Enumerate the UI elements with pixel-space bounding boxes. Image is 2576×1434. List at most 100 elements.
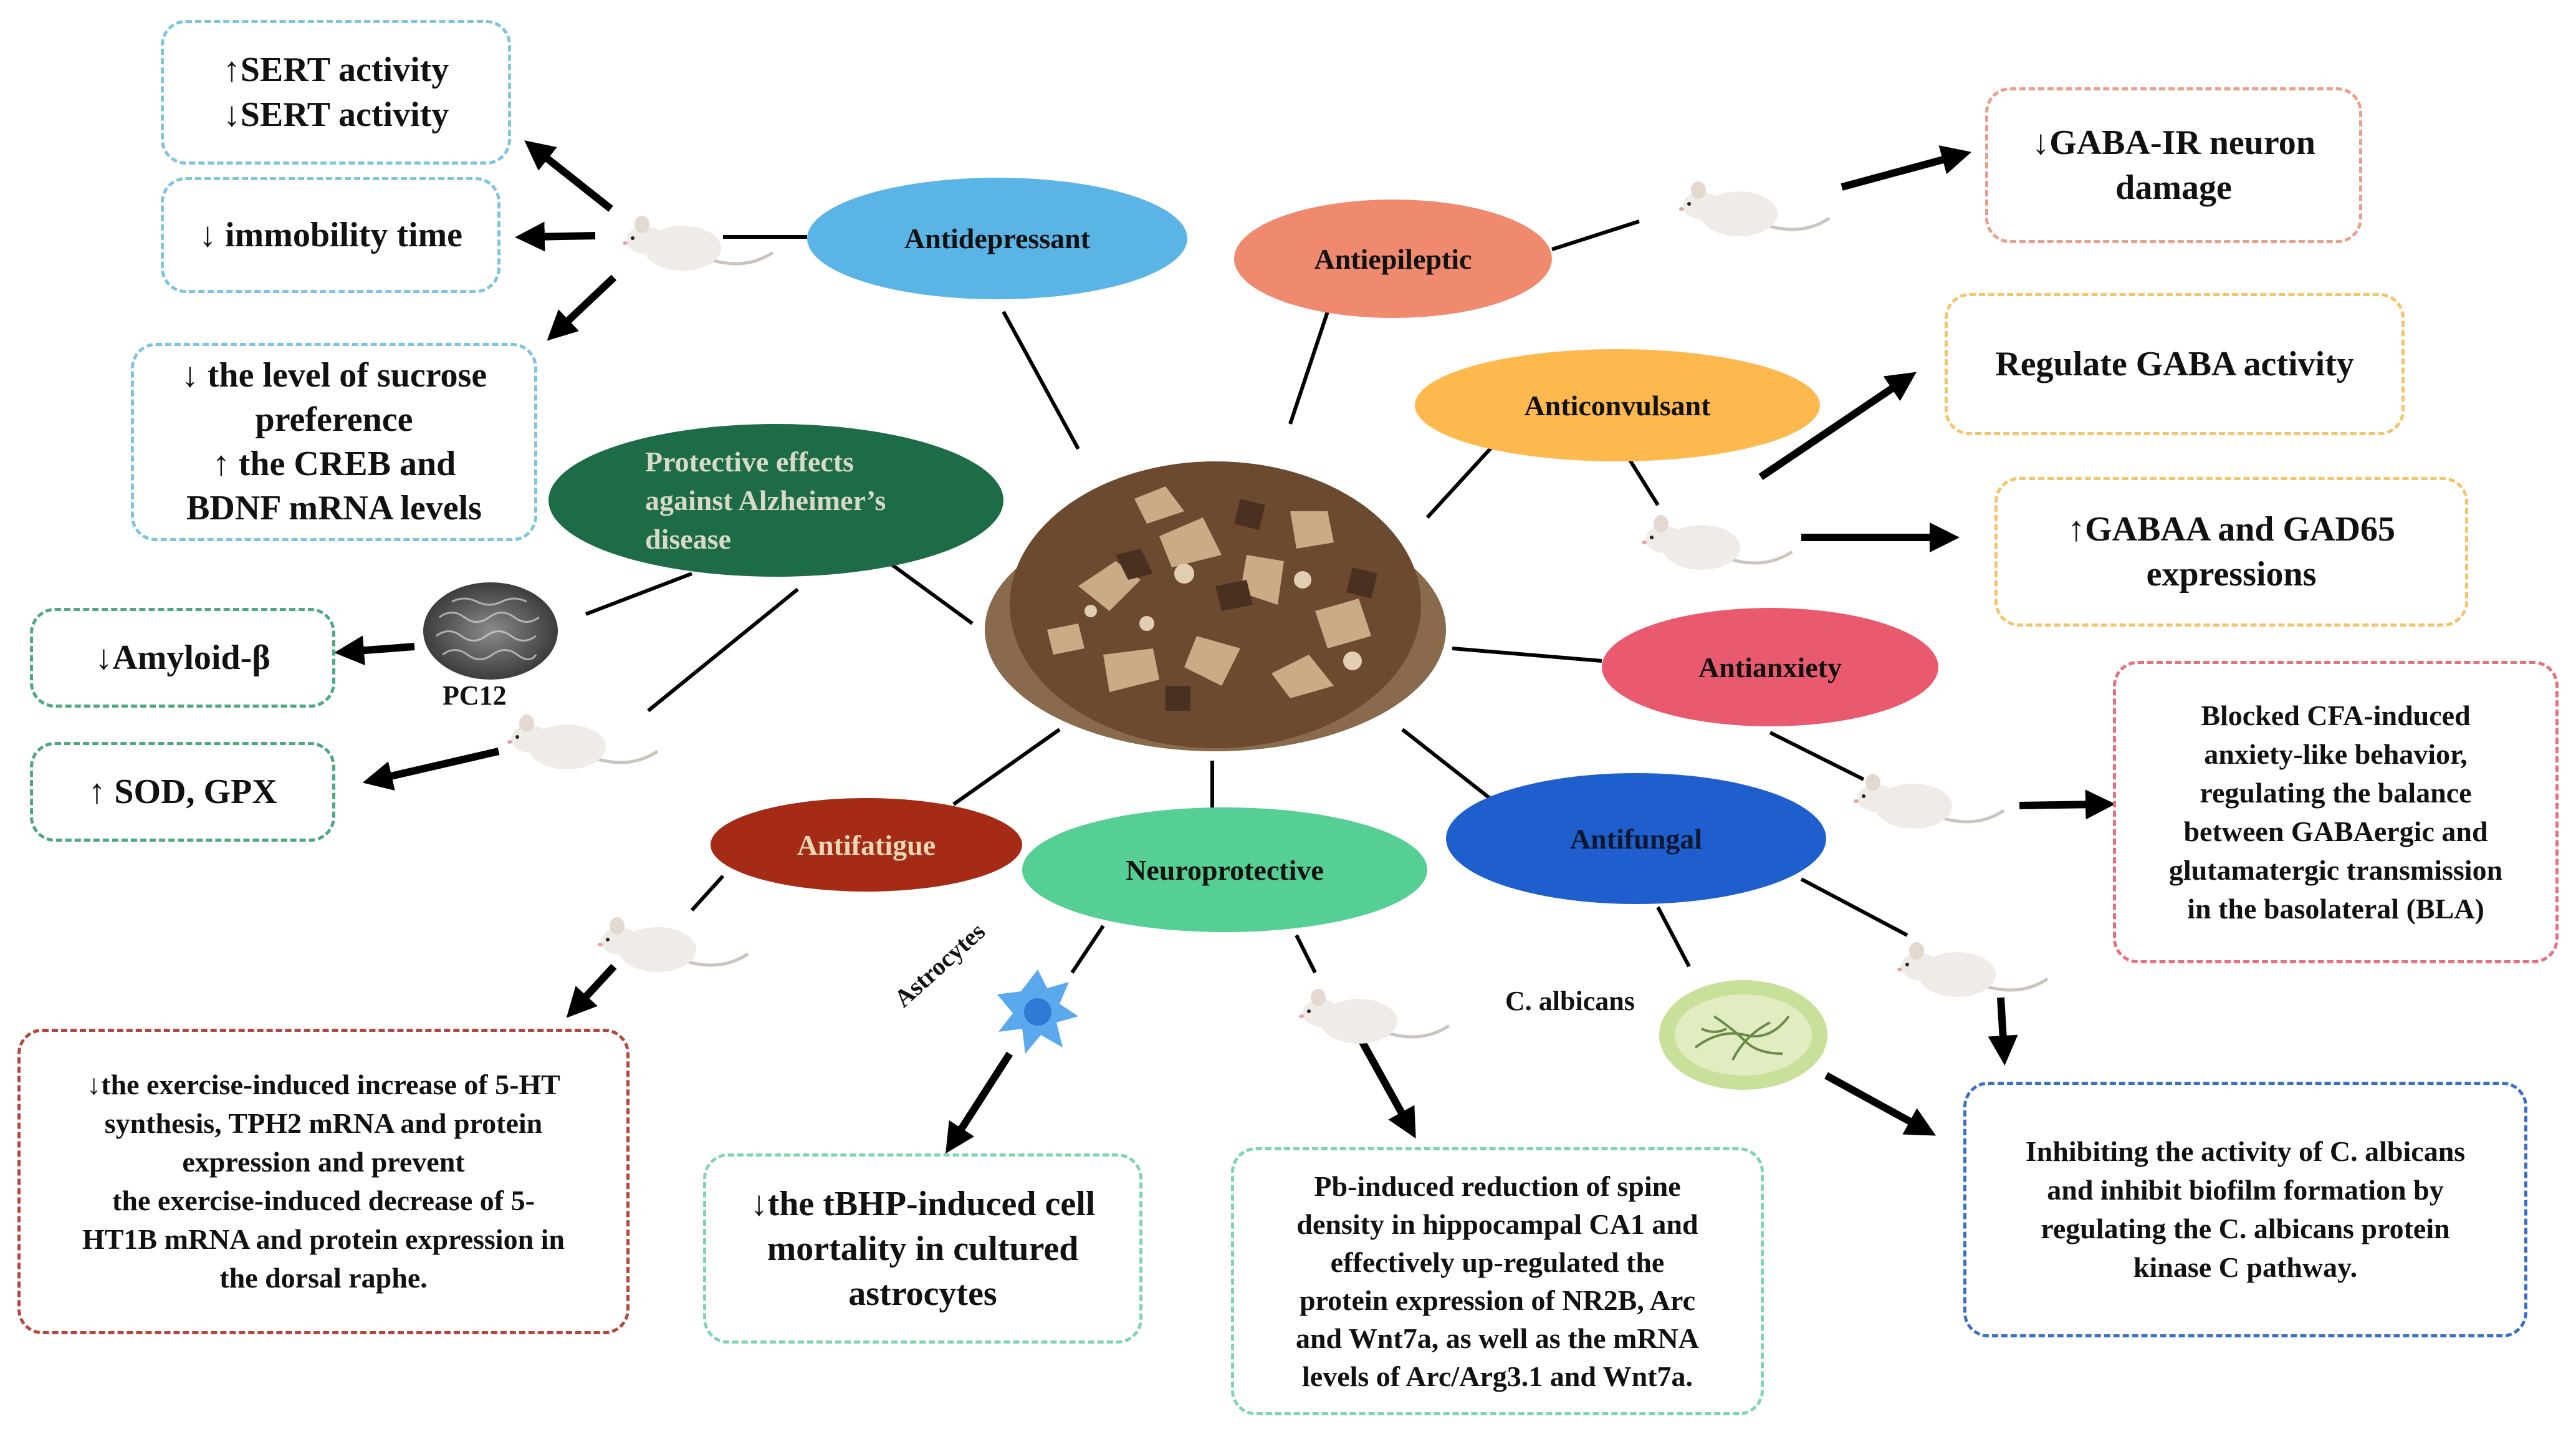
box-fatigue-line-6: the dorsal raphe. <box>219 1262 428 1294</box>
box-gabaa-line-2: expressions <box>2146 555 2317 594</box>
effect-neuroprotective-label: Neuroprotective <box>1126 854 1324 886</box>
box-cfa-anxiety: Blocked CFA-induced anxiety-like behavio… <box>2113 661 2559 963</box>
effect-antiepileptic: Antiepileptic <box>1234 200 1552 318</box>
box-calbicans-line-4: kinase C pathway. <box>2133 1251 2358 1283</box>
mouse-antiepileptic-icon <box>1679 181 1831 236</box>
box-gaba-activity-line-1: Regulate GABA activity <box>1995 345 2354 383</box>
effect-antianxiety-label: Antianxiety <box>1698 651 1842 683</box>
box-cfa-line-5: glutamatergic transmission <box>2168 854 2503 886</box>
box-immobility-time: ↓ immobility time <box>161 177 500 293</box>
box-gabaa-gad65: ↑GABAA and GAD65 expressions <box>1994 477 2468 627</box>
mouse-antianxiety-icon <box>1854 774 2005 829</box>
arrow-to-sucrose <box>547 274 617 341</box>
effect-alzheimers-line-1: Protective effects <box>645 445 854 478</box>
mouse-neuroprotective-icon <box>1299 989 1450 1044</box>
box-gaba-ir-line-1: ↓GABA-IR neuron <box>2032 123 2315 162</box>
effect-anticonvulsant-label: Anticonvulsant <box>1524 389 1711 421</box>
link-antifungal-calbicans <box>1656 906 1691 968</box>
effect-antiepileptic-label: Antiepileptic <box>1314 243 1472 275</box>
box-pb-spine-density: Pb-induced reduction of spine density in… <box>1231 1147 1764 1415</box>
box-fatigue-line-1: ↓the exercise-induced increase of 5-HT <box>87 1069 560 1100</box>
box-sod-gpx: ↑ SOD, GPX <box>30 742 335 842</box>
effect-antifungal: Antifungal <box>1446 773 1826 904</box>
effect-anticonvulsant: Anticonvulsant <box>1415 349 1820 461</box>
box-calbicans-line-3: regulating the C. albicans protein <box>2041 1213 2450 1244</box>
mouse-antifatigue-icon <box>598 917 749 972</box>
arrow-to-sod <box>362 748 500 791</box>
box-exercise-fatigue: ↓the exercise-induced increase of 5-HT s… <box>17 1029 630 1334</box>
box-sucrose-line-1: ↓ the level of sucrose <box>181 356 487 395</box>
link-alz-pc12 <box>585 572 693 616</box>
c-albicans-micrograph-icon <box>1659 980 1827 1090</box>
effect-antidepressant: Antidepressant <box>807 178 1187 299</box>
box-pb-line-4: protein expression of NR2B, Arc <box>1299 1284 1696 1316</box>
pc12-cell-image-icon <box>423 582 558 680</box>
box-cfa-line-2: anxiety-like behavior, <box>2204 738 2468 770</box>
box-sert-line-1: ↑SERT activity <box>223 51 449 89</box>
arrow-to-immobility <box>515 221 596 252</box>
dried-root-slices-bowl-icon <box>985 461 1446 751</box>
effect-antifatigue: Antifatigue <box>711 798 1022 892</box>
link-anticonvulsant-mouse <box>1625 454 1660 506</box>
box-immobility-line-1: ↓ immobility time <box>198 216 463 254</box>
link-antianxiety-mouse <box>1769 731 1865 781</box>
mouse-antifungal-icon <box>1897 942 2049 997</box>
box-cfa-line-6: in the basolateral (BLA) <box>2187 892 2484 925</box>
effect-alzheimers: Protective effects against Alzheimer’s d… <box>548 424 1003 577</box>
link-antifatigue <box>952 728 1061 806</box>
mouse-antidepressant-icon <box>623 216 774 271</box>
effect-neuroprotective: Neuroprotective <box>1022 807 1427 932</box>
arrow-to-gaba-activity <box>1758 372 1917 480</box>
arrow-to-pb <box>1358 1039 1416 1138</box>
link-anticonvulsant <box>1425 441 1498 519</box>
link-alzheimers <box>890 562 974 625</box>
box-pb-line-5: and Wnt7a, as well as the mRNA <box>1295 1322 1700 1354</box>
box-gaba-activity: Regulate GABA activity <box>1945 293 2405 435</box>
arrow-to-gaba-ir <box>1841 145 1972 191</box>
link-alz-mouse <box>647 587 799 713</box>
arrow-to-cfa <box>2019 789 2115 820</box>
pc12-label: PC12 <box>443 680 507 711</box>
arrow-to-calbicans <box>1988 997 2018 1066</box>
link-antifungal <box>1401 728 1491 800</box>
effect-antianxiety: Antianxiety <box>1602 608 1938 726</box>
box-gaba-ir-neuron: ↓GABA-IR neuron damage <box>1985 87 2362 243</box>
arrow-to-tbhp <box>946 1051 1013 1154</box>
c-albicans-label: C. albicans <box>1505 986 1635 1016</box>
box-sucrose-line-3: ↑ the CREB and <box>212 445 456 483</box>
box-amyloid-beta: ↓Amyloid-β <box>30 608 335 708</box>
arrow-to-fatigue <box>566 963 617 1018</box>
box-sucrose-line-4: BDNF mRNA levels <box>186 489 482 527</box>
astrocyte-cell-icon <box>997 970 1078 1054</box>
box-pb-line-3: effectively up-regulated the <box>1330 1246 1665 1278</box>
arrow-to-sert <box>524 140 613 212</box>
link-antianxiety <box>1452 647 1602 663</box>
box-cfa-line-3: regulating the balance <box>2200 776 2472 809</box>
box-c-albicans-biofilm: Inhibiting the activity of C. albicans a… <box>1963 1082 2527 1337</box>
link-antiepileptic-mouse <box>1551 219 1640 251</box>
box-tbhp-mortality: ↓the tBHP-induced cell mortality in cult… <box>703 1153 1142 1344</box>
box-pb-line-2: density in hippocampal CA1 and <box>1296 1208 1698 1240</box>
box-gabaa-line-1: ↑GABAA and GAD65 <box>2067 510 2395 549</box>
effect-alzheimers-line-2: against Alzheimer’s <box>645 484 886 516</box>
box-pb-line-6: levels of Arc/Arg3.1 and Wnt7a. <box>1302 1360 1693 1392</box>
effect-antifungal-label: Antifungal <box>1569 822 1703 855</box>
box-cfa-line-1: Blocked CFA-induced <box>2201 699 2471 731</box>
link-antifungal-mouse <box>1800 877 1908 937</box>
link-antiepileptic <box>1288 311 1329 425</box>
link-antidepressant <box>1002 310 1080 450</box>
box-pb-line-1: Pb-induced reduction of spine <box>1314 1170 1681 1202</box>
box-calbicans-line-2: and inhibit biofilm formation by <box>2047 1174 2444 1206</box>
mouse-anticonvulsant-icon <box>1642 515 1793 570</box>
box-fatigue-line-4: the exercise-induced decrease of 5- <box>112 1185 535 1216</box>
box-sod-line-1: ↑ SOD, GPX <box>88 772 277 811</box>
box-fatigue-line-3: expression and prevent <box>182 1146 465 1178</box>
box-sert-line-2: ↓SERT activity <box>223 95 449 134</box>
effect-antifatigue-label: Antifatigue <box>797 829 936 861</box>
box-sucrose-line-2: preference <box>255 400 413 439</box>
box-amyloid-line-1: ↓Amyloid-β <box>95 638 271 677</box>
effect-antidepressant-label: Antidepressant <box>904 223 1091 254</box>
box-cfa-line-4: between GABAergic and <box>2183 815 2488 847</box>
